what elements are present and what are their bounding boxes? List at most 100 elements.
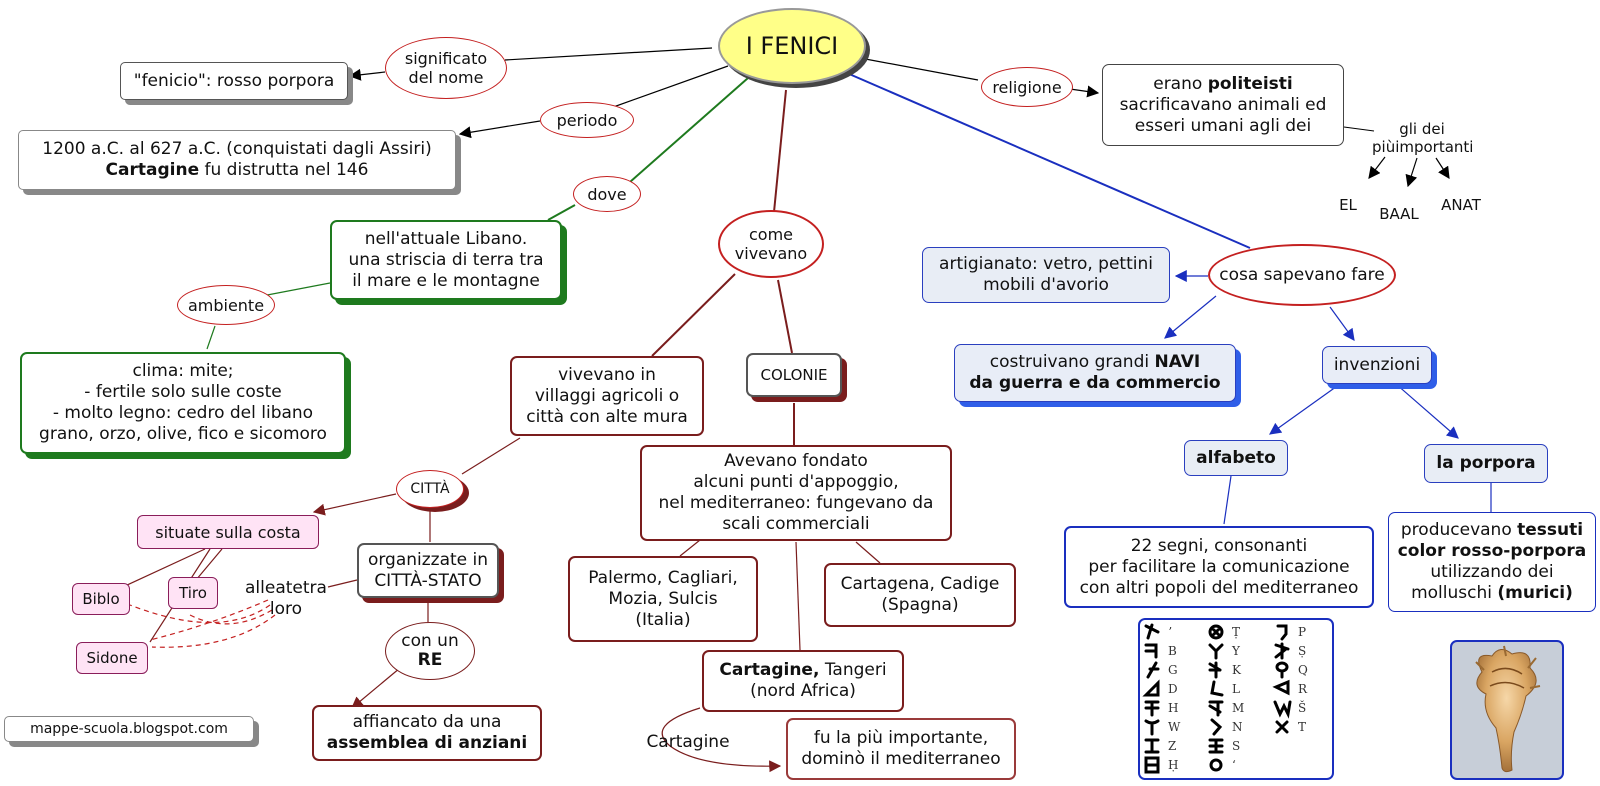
link-periodo-text xyxy=(458,120,541,139)
link-cosa-navi xyxy=(1164,295,1217,339)
glyph-transliteration: Ḥ xyxy=(1168,758,1178,772)
label-periodo: periodo xyxy=(540,102,634,138)
phoenician-glyph xyxy=(1208,661,1222,679)
link-alfabeto-segni xyxy=(1223,475,1232,525)
label-gli-dei: gli dei piùimportanti xyxy=(1372,120,1474,156)
concept-alfabeto: alfabeto xyxy=(1184,440,1288,476)
link-re-assemblea xyxy=(351,667,401,709)
link-come-colonie xyxy=(777,279,793,354)
phoenician-glyph xyxy=(1144,719,1160,736)
glyph-transliteration: S xyxy=(1232,739,1240,753)
label-cartagine-link: Cartagine xyxy=(646,732,730,752)
glyph-transliteration: P xyxy=(1298,625,1306,639)
phoenician-glyph xyxy=(1275,720,1289,734)
city-biblo: Biblo xyxy=(72,583,130,615)
link-costa-tiro xyxy=(195,548,223,581)
glyph-transliteration: Q xyxy=(1298,663,1308,677)
link-fondato-spagna xyxy=(855,541,881,564)
phoenician-glyph xyxy=(1144,738,1160,754)
label-alleate: alleatetra loro xyxy=(245,578,327,619)
link-cosa-invenzioni xyxy=(1329,306,1355,341)
phoenician-glyph xyxy=(1274,642,1290,660)
phoenician-glyph xyxy=(1144,643,1158,659)
concept-spagna: Cartagena, Cadige(Spagna) xyxy=(824,563,1016,627)
link-title-dove xyxy=(629,77,749,183)
concept-importante: fu la più importante,dominò il mediterra… xyxy=(786,718,1016,780)
concept-colonie: COLONIE xyxy=(746,353,842,397)
arrow-anat xyxy=(1435,157,1450,180)
phoenician-glyph xyxy=(1208,643,1224,660)
glyph-transliteration: Y xyxy=(1231,644,1241,658)
concept-clima: clima: mite;- fertile solo sulle coste- … xyxy=(20,352,346,454)
concept-periodo: 1200 a.C. al 627 a.C. (conquistati dagli… xyxy=(18,130,456,190)
arrow-el xyxy=(1368,156,1386,179)
link-significato-fenicio xyxy=(348,68,386,81)
phoenician-glyph xyxy=(1144,700,1160,717)
phoenician-glyph xyxy=(1275,661,1289,679)
concept-italia: Palermo, Cagliari,Mozia, Sulcis(Italia) xyxy=(568,556,758,642)
footer-blog-url[interactable]: mappe-scuola.blogspot.com xyxy=(4,716,254,742)
link-dove-libano xyxy=(547,204,576,221)
concept-fenicio: "fenicio": rosso porpora xyxy=(120,62,348,100)
link-cartagine-importante xyxy=(661,707,782,773)
glyph-transliteration: ʼ xyxy=(1168,625,1172,639)
phoenician-glyph xyxy=(1272,679,1290,696)
phoenician-glyph xyxy=(1210,718,1223,736)
glyph-transliteration: W xyxy=(1168,720,1181,734)
concept-porpora: la porpora xyxy=(1424,444,1548,483)
dio-baal: BAAL xyxy=(1379,205,1419,223)
dio-el: EL xyxy=(1339,196,1357,214)
title-text: I FENICI xyxy=(745,31,839,60)
link-fondato-italia xyxy=(679,539,701,557)
concept-invenzioni: invenzioni xyxy=(1322,346,1432,384)
murex-shell-image xyxy=(1450,640,1564,780)
phoenician-glyph xyxy=(1146,661,1160,679)
glyph-transliteration: D xyxy=(1168,682,1178,696)
link-stato-alleate xyxy=(327,579,358,588)
glyph-transliteration: Ṭ xyxy=(1232,625,1240,639)
link-invenzioni-alfabeto xyxy=(1269,383,1341,435)
glyph-transliteration: Ṣ xyxy=(1298,644,1306,658)
city-sidone: Sidone xyxy=(76,642,148,674)
glyph-transliteration: L xyxy=(1232,682,1240,696)
link-citta-costa xyxy=(312,493,397,516)
label-cosa-sapevano-fare: cosa sapevano fare xyxy=(1208,244,1396,306)
link-title-significato xyxy=(504,47,713,61)
phoenician-glyph xyxy=(1144,756,1160,774)
link-costa-biblo xyxy=(124,548,206,587)
label-dove: dove xyxy=(573,176,641,212)
arrow-baal xyxy=(1405,157,1418,188)
link-title-cosa xyxy=(839,69,1251,249)
glyph-transliteration: H xyxy=(1168,701,1178,715)
phoenician-glyph xyxy=(1276,624,1288,641)
glyph-transliteration: K xyxy=(1232,663,1242,677)
label-ambiente: ambiente xyxy=(177,285,275,325)
phoenician-glyph xyxy=(1208,738,1224,754)
link-alleate-dash2 xyxy=(189,609,273,625)
glyph-transliteration: Š xyxy=(1298,699,1306,715)
glyph-transliteration: Z xyxy=(1168,739,1176,753)
link-text-dei xyxy=(1343,126,1375,132)
glyph-transliteration: G xyxy=(1168,663,1178,677)
phoenician-glyph xyxy=(1144,623,1160,640)
concept-libano: nell'attuale Libano.una striscia di terr… xyxy=(330,220,562,300)
link-title-periodo xyxy=(604,65,729,111)
glyph-transliteration: T xyxy=(1298,720,1306,734)
label-citta: CITTÀ xyxy=(396,470,464,508)
phoenician-glyph xyxy=(1208,624,1224,640)
link-title-religione xyxy=(859,57,979,81)
link-villaggi-citta xyxy=(461,437,521,475)
link-invenzioni-porpora xyxy=(1395,383,1459,439)
